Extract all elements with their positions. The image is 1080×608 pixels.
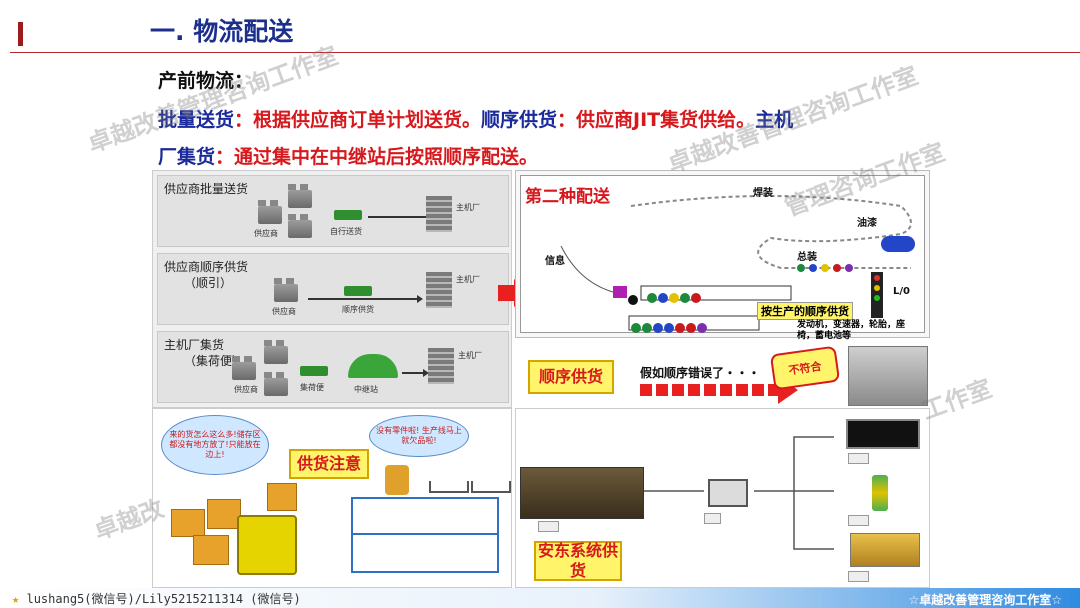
factory-icon: [288, 220, 312, 238]
signal-tower-icon: [872, 475, 888, 511]
factory-icon: [264, 378, 288, 396]
parts-list-label: 发动机，变速器，轮胎，座椅，蓄电池等: [797, 320, 922, 342]
computer-monitor-icon: [708, 479, 748, 507]
footer-bar: ★ lushang5(微信号)/Lily5215211314 (微信号) ☆卓越…: [0, 588, 1080, 608]
worker-photo: [848, 346, 928, 406]
parts-sequence: [631, 318, 708, 337]
row-subtitle: （顺引）: [184, 274, 232, 291]
term-collection: 厂集货: [158, 146, 215, 168]
label-lo: L/0: [893, 286, 910, 297]
parts-photo: [850, 533, 920, 567]
truck-icon: [300, 366, 328, 376]
andon-caption: 安东系统供货: [534, 541, 622, 581]
sequence-supply-caption: 顺序供货: [528, 360, 614, 394]
row-main-plant-collection: 主机厂集货 （集荷便） 供应商 集荷便 中继站 主机厂: [157, 331, 509, 403]
label-main-plant: 主机厂: [456, 202, 480, 213]
photo-caption: [538, 521, 559, 532]
footer-contact-text: lushang5(微信号)/Lily5215211314 (微信号): [26, 592, 300, 606]
plant-icon: [426, 196, 452, 232]
factory-icon: [288, 190, 312, 208]
row-title: 供应商批量送货: [164, 180, 248, 197]
assembly-line-diagram: [521, 176, 926, 334]
label-relay-station: 中继站: [354, 384, 378, 395]
term-batch-delivery: 批量送货: [158, 109, 234, 131]
andon-connector-lines: [644, 429, 844, 589]
text-batch-delivery: ：根据供应商订单计划送货。: [234, 109, 481, 131]
worker-icon: [385, 465, 409, 495]
andon-display-board: [846, 419, 920, 449]
relay-station-icon: [348, 354, 398, 378]
production-line-photo: [520, 467, 644, 519]
title-divider: [10, 52, 1080, 53]
text-sequence-supply: ：供应商JIT集货供给。: [557, 109, 755, 131]
section-label: 产前物流：: [158, 66, 253, 93]
monitor-caption: [704, 513, 721, 524]
label-main-plant: 主机厂: [456, 274, 480, 285]
row-sequence-supply: 供应商顺序供货 （顺引） 供应商 顺序供货 主机厂: [157, 253, 509, 325]
label-assembly: 总装: [797, 248, 817, 263]
storage-rack-icon: [351, 497, 499, 573]
cart-icon: [471, 481, 511, 493]
label-sequence-delivery: 顺序供货: [342, 304, 374, 315]
truck-icon: [344, 286, 372, 296]
board-caption: [848, 453, 869, 464]
second-delivery-figure: 第二种配送 焊装 油漆 总装 信息 L/: [515, 170, 930, 338]
factory-icon: [258, 206, 282, 224]
description-paragraph: 批量送货：根据供应商订单计划送货。顺序供货：供应商JIT集货供给。主机 厂集货：…: [158, 102, 938, 176]
row-batch-delivery: 供应商批量送货 供应商 自行送货 主机厂: [157, 175, 509, 247]
parts-caption: [848, 571, 869, 582]
arrow-icon: [368, 216, 428, 218]
crate-icon: [193, 535, 229, 565]
label-painting: 油漆: [857, 214, 877, 229]
plant-icon: [428, 348, 454, 384]
cart-icon: [429, 481, 469, 493]
label-supplier: 供应商: [254, 228, 278, 239]
row-title: 供应商顺序供货: [164, 258, 248, 275]
andon-system-illustration: 安东系统供货: [515, 408, 930, 588]
star-icon: ★: [12, 592, 19, 606]
mismatch-burst: 不符合: [770, 346, 840, 391]
term-sequence-supply: 顺序供货: [481, 109, 557, 131]
footer-brand: ☆卓越改善管理咨询工作室☆: [908, 591, 1062, 608]
arrow-icon: [308, 298, 418, 300]
arrow-icon: [402, 372, 424, 374]
label-supplier: 供应商: [234, 384, 258, 395]
label-collection-route: 集荷便: [300, 382, 324, 393]
mistake-text: 假如顺序错误了・・・: [640, 364, 760, 381]
red-arrow-icon: [498, 285, 514, 301]
cloud-left: 来的货怎么这么多!储存区都没有地方放了!只能放在边上!: [161, 415, 269, 475]
factory-icon: [264, 346, 288, 364]
signal-caption: [848, 515, 869, 526]
label-information: 信息: [545, 252, 565, 267]
crate-icon: [267, 483, 297, 511]
crate-icon: [171, 509, 205, 537]
plant-icon: [426, 272, 452, 308]
crate-icon: [207, 499, 241, 529]
cloud-right: 没有零件啦! 生产线马上就欠品啦!: [369, 415, 469, 457]
red-dashed-arrow-icon: [640, 384, 780, 396]
delivery-modes-figure: 供应商批量送货 供应商 自行送货 主机厂 供应商顺序供货 （顺引） 供应商 顺序…: [152, 170, 512, 408]
forklift-icon: [237, 515, 297, 575]
supply-notice-caption: 供货注意: [289, 449, 369, 479]
sequence-supply-label: 按生产的顺序供货: [757, 302, 853, 320]
label-supplier: 供应商: [272, 306, 296, 317]
term-main-plant: 主机: [755, 109, 793, 131]
rack-shelf: [351, 533, 499, 535]
factory-icon: [232, 362, 256, 380]
label-self-delivery: 自行送货: [330, 226, 362, 237]
title-accent-bar: [18, 22, 23, 46]
sequence-indicator: [647, 288, 702, 307]
factory-icon: [274, 284, 298, 302]
truck-icon: [334, 210, 362, 220]
supply-notice-illustration: 来的货怎么这么多!储存区都没有地方放了!只能放在边上! 没有零件啦! 生产线马上…: [152, 408, 512, 588]
label-welding: 焊装: [753, 184, 773, 199]
label-main-plant: 主机厂: [458, 350, 482, 361]
text-collection: ：通过集中在中继站后按照顺序配送。: [215, 146, 538, 168]
row-title: 主机厂集货: [164, 336, 224, 353]
page-title: 一. 物流配送: [150, 12, 293, 48]
second-delivery-panel: 第二种配送 焊装 油漆 总装 信息 L/: [520, 175, 925, 333]
footer-contact: ★ lushang5(微信号)/Lily5215211314 (微信号): [12, 590, 301, 607]
